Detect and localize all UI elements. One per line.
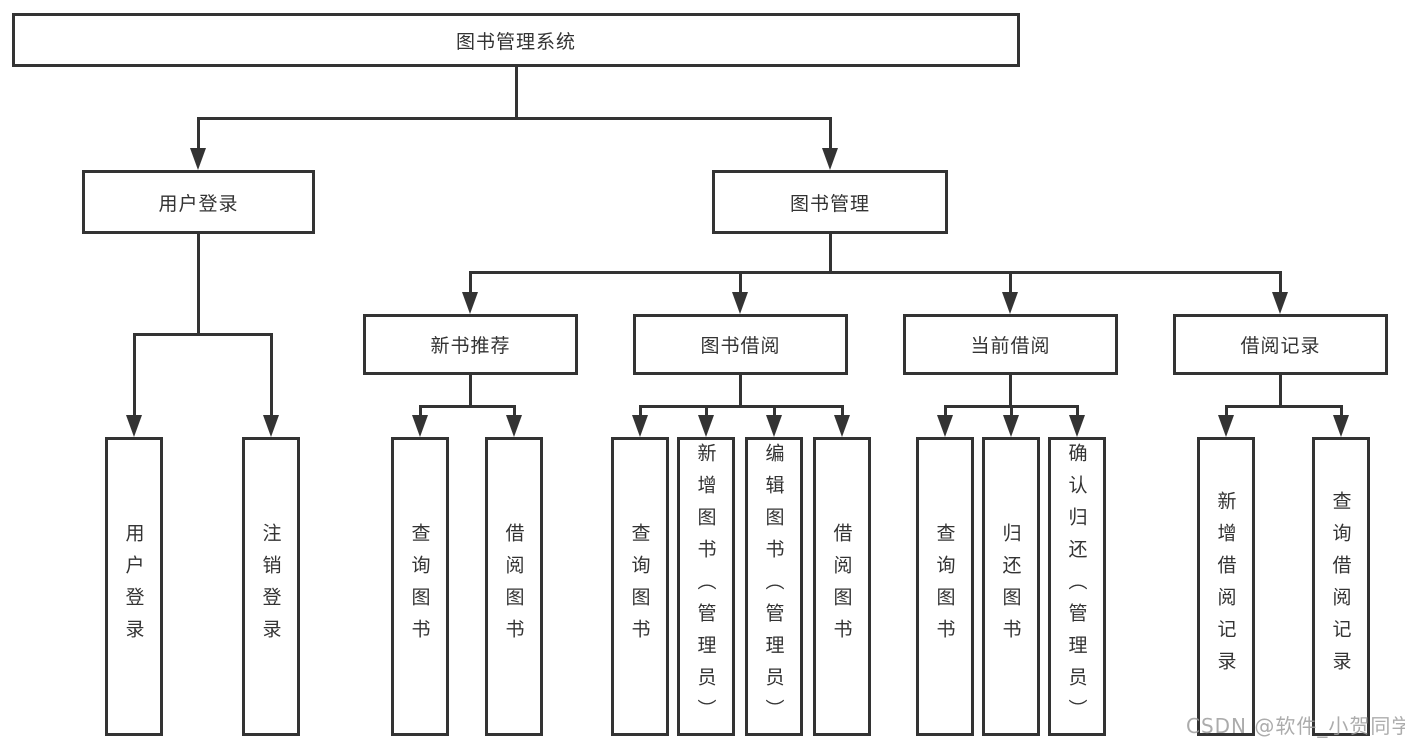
connector-line (1009, 271, 1012, 293)
leaf-br-add-record: 新增借阅记录 (1197, 437, 1255, 736)
connector-line (469, 271, 472, 293)
connector-line (515, 66, 518, 119)
leaf-bb-borrow-book: 借阅图书 (813, 437, 871, 736)
node-borrow-records: 借阅记录 (1173, 314, 1388, 375)
connector-line (841, 405, 844, 417)
node-new-book-recommend: 新书推荐 (363, 314, 578, 375)
connector-line (1010, 405, 1013, 417)
connector-line (197, 117, 200, 150)
connector-line (1340, 405, 1343, 417)
connector-line (705, 405, 708, 417)
arrowhead-down-icon (263, 415, 279, 437)
arrowhead-down-icon (822, 148, 838, 170)
arrowhead-down-icon (698, 415, 714, 437)
node-book-borrow: 图书借阅 (633, 314, 848, 375)
arrowhead-down-icon (506, 415, 522, 437)
leaf-cb-query-book: 查询图书 (916, 437, 974, 736)
leaf-rec-query-book: 查询图书 (391, 437, 449, 736)
arrowhead-down-icon (1218, 415, 1234, 437)
connector-line (639, 405, 642, 417)
leaf-user-login: 用户登录 (105, 437, 163, 736)
arrowhead-down-icon (732, 292, 748, 314)
connector-line (133, 333, 273, 336)
connector-line (197, 117, 832, 120)
connector-line (1279, 271, 1282, 293)
leaf-bb-edit-book-admin: 编辑图书（管理员） (745, 437, 803, 736)
arrowhead-down-icon (462, 292, 478, 314)
arrowhead-down-icon (766, 415, 782, 437)
arrowhead-down-icon (1069, 415, 1085, 437)
connector-line (513, 405, 516, 417)
connector-line (1279, 373, 1282, 407)
arrowhead-down-icon (1272, 292, 1288, 314)
connector-line (773, 405, 776, 417)
arrowhead-down-icon (632, 415, 648, 437)
connector-line (829, 231, 832, 273)
connector-line (469, 373, 472, 407)
connector-line (197, 231, 200, 335)
node-user-login: 用户登录 (82, 170, 315, 234)
leaf-rec-borrow-book: 借阅图书 (485, 437, 543, 736)
leaf-bb-query-book: 查询图书 (611, 437, 669, 736)
connector-line (1225, 405, 1343, 408)
leaf-cb-return-book: 归还图书 (982, 437, 1040, 736)
node-book-management: 图书管理 (712, 170, 948, 234)
leaf-br-query-record: 查询借阅记录 (1312, 437, 1370, 736)
connector-line (270, 333, 273, 416)
connector-line (419, 405, 422, 417)
connector-line (133, 333, 136, 416)
connector-line (944, 405, 947, 417)
connector-line (829, 117, 832, 150)
arrowhead-down-icon (937, 415, 953, 437)
arrowhead-down-icon (1002, 292, 1018, 314)
connector-line (639, 405, 844, 408)
leaf-cb-confirm-return-admin: 确认归还（管理员） (1048, 437, 1106, 736)
arrowhead-down-icon (126, 415, 142, 437)
leaf-bb-add-book-admin: 新增图书（管理员） (677, 437, 735, 736)
arrowhead-down-icon (1333, 415, 1349, 437)
connector-line (419, 405, 516, 408)
connector-line (1225, 405, 1228, 417)
connector-line (1009, 373, 1012, 407)
arrowhead-down-icon (834, 415, 850, 437)
node-current-borrow: 当前借阅 (903, 314, 1118, 375)
node-library-management-system: 图书管理系统 (12, 13, 1020, 67)
leaf-logout: 注销登录 (242, 437, 300, 736)
csdn-watermark: CSDN @软件_小贺同学 (1186, 714, 1405, 738)
arrowhead-down-icon (1003, 415, 1019, 437)
arrowhead-down-icon (190, 148, 206, 170)
connector-line (739, 271, 742, 293)
connector-line (739, 373, 742, 407)
connector-line (469, 271, 1282, 274)
arrowhead-down-icon (412, 415, 428, 437)
connector-line (1076, 405, 1079, 417)
